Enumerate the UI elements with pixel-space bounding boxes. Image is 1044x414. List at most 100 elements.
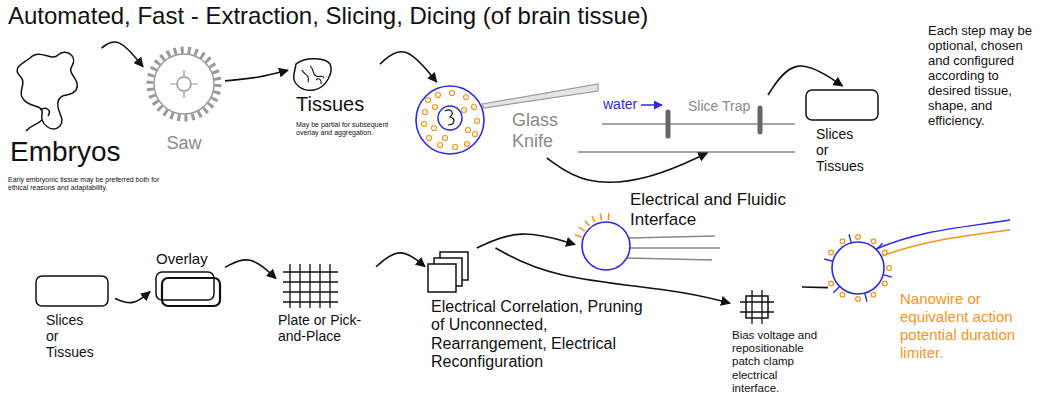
nanowire-dot [840, 239, 845, 244]
flow-arrow [102, 42, 143, 67]
glass-knife-drawing [416, 84, 598, 154]
nanowire-dot [887, 266, 892, 271]
saw-figure: Saw [143, 45, 225, 154]
diagram-title: Automated, Fast - Extraction, Slicing, D… [8, 2, 648, 30]
nanowire-lead [882, 230, 1010, 256]
cell-dot [423, 110, 428, 115]
flow-label: water [603, 96, 637, 112]
tissue-figure: Tissues [288, 55, 380, 116]
nanowire-dots [829, 235, 892, 302]
rearrangement-stack: Electrical Correlation, Pruning of Uncon… [425, 248, 660, 372]
cell-dot [432, 126, 437, 131]
nanowire-dot [871, 239, 876, 244]
cell-dot [462, 108, 467, 113]
flow-arrow [115, 292, 150, 303]
node-label: Overlay [156, 250, 225, 267]
cell-dot [472, 105, 477, 110]
nanowire-dot [856, 297, 861, 302]
nanowire-dot [882, 250, 887, 255]
slice-boxes [36, 90, 878, 306]
overlay-figure: Overlay [150, 250, 225, 308]
node-label: Bias voltage and repositionable patch cl… [732, 329, 824, 395]
nanowire-dot [829, 281, 834, 286]
nanowire-dot [871, 292, 876, 297]
node-label: Nanowire or equivalent action potential … [900, 290, 1034, 362]
tissue-drawing [294, 59, 331, 91]
plate-layer [428, 264, 456, 292]
note-text: May be partial for subsequent overlay an… [296, 121, 390, 137]
saw-hub [177, 77, 191, 91]
tissue-folds [302, 66, 324, 84]
cell-dot [473, 132, 478, 137]
nanowire-drawing [824, 220, 1010, 302]
nanowire-tissue [832, 242, 884, 294]
plate-grid [283, 264, 338, 308]
electrode-ticks [575, 213, 609, 237]
cell-dot [466, 128, 471, 133]
tissue-bath [416, 86, 484, 154]
stacked-plates [428, 252, 468, 292]
flow-arrow [376, 253, 425, 267]
patch-clamp-symbol: Bias voltage and repositionable patch cl… [730, 287, 826, 395]
embryo-fold [40, 108, 49, 116]
brain-fold [445, 110, 454, 125]
nanowire-circle: Nanowire or equivalent action potential … [828, 238, 1040, 362]
embryo-outline [17, 52, 77, 129]
cell-dot [422, 122, 427, 127]
flow-arrow [802, 286, 828, 288]
note-text: Early embryonic tissue may be preferred … [8, 176, 178, 192]
cell-dot [426, 98, 431, 103]
nanowire-dot [856, 235, 861, 240]
nanowire-lead [876, 220, 1010, 249]
node-label: Slice Trap [688, 98, 795, 114]
cell-dot [433, 105, 438, 110]
embryo-drawing [17, 52, 77, 131]
overlay-outline [156, 272, 214, 300]
cell-dot [438, 143, 443, 148]
patch-clamp-drawing [740, 290, 774, 324]
knife-blade [482, 84, 598, 108]
node-label: Slices or Tissues [46, 312, 99, 360]
nanowire-dot [840, 292, 845, 297]
cell-dot [450, 91, 455, 96]
slice-trap-drawing [578, 105, 795, 152]
embryo-tail [26, 120, 42, 131]
trap-rail [578, 151, 795, 153]
flow-arrow [225, 260, 276, 279]
overlay-outline [162, 278, 220, 306]
node-label: Slices or Tissues [816, 126, 869, 174]
flow-arrow [496, 248, 731, 303]
cell-dot [427, 136, 432, 141]
side-note: Each step may be optional, chosen and co… [928, 24, 1038, 129]
brain-piece [438, 106, 462, 130]
cell-dot [464, 95, 469, 100]
node-label: Embryos [10, 136, 138, 168]
node-label: Tissues [296, 93, 380, 116]
fluid-lines [627, 236, 720, 260]
saw-blade [154, 54, 214, 114]
slice-outline [36, 276, 108, 306]
cell-dot [465, 142, 470, 147]
node-label: Glass Knife [512, 110, 574, 151]
flow-arrow [768, 66, 843, 95]
cell-dot [436, 93, 441, 98]
grid-lines [283, 264, 338, 308]
slices-box: Slices or Tissues [800, 86, 885, 174]
flow-arrow [380, 52, 437, 82]
saw-spokes [170, 70, 198, 98]
flow-arrow [547, 153, 707, 182]
cell-dots [422, 91, 480, 150]
node-label: Electrical Correlation, Pruning of Uncon… [431, 298, 660, 372]
cell-dot [453, 145, 458, 150]
nanowire-dot [882, 281, 887, 286]
node-label: Saw [143, 133, 225, 154]
tissue-outline [294, 59, 331, 91]
clamp-square [746, 296, 768, 318]
embryo-figure: Embryos [8, 48, 138, 168]
flow-arrow [225, 70, 288, 81]
nanowire-dot [829, 250, 834, 255]
node-label: Plate or Pick-and-Place [278, 312, 374, 344]
